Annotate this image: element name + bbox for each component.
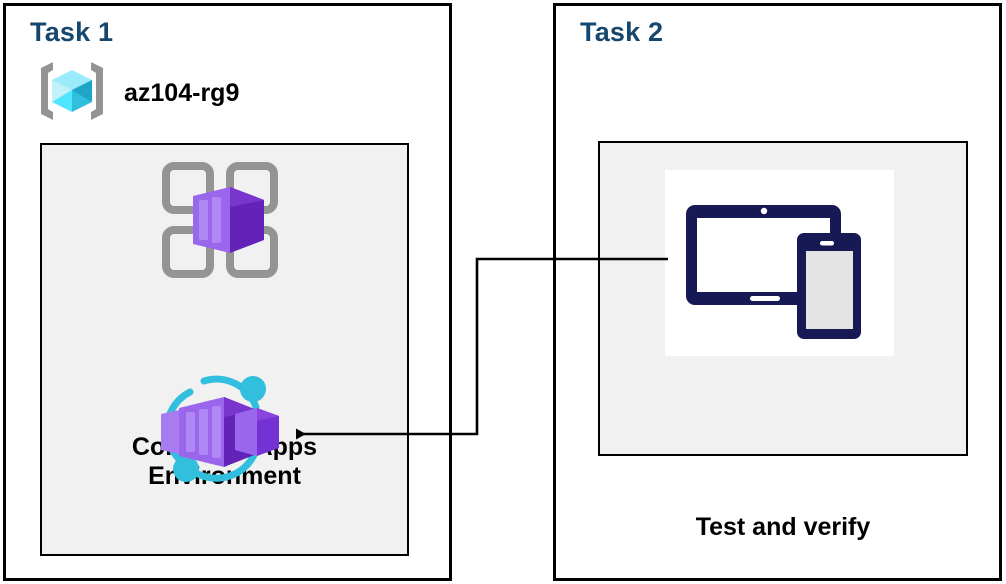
resource-group-icon bbox=[34, 58, 110, 129]
resource-group-row: az104-rg9 bbox=[34, 58, 239, 129]
resource-group-label: az104-rg9 bbox=[124, 79, 240, 107]
container-apps-environment-box: Container Apps Environment bbox=[40, 143, 409, 556]
container-apps-environment-icon bbox=[160, 160, 280, 280]
task-2-title: Task 2 bbox=[580, 17, 664, 47]
test-and-verify-box: Test and verify bbox=[598, 141, 968, 541]
test-and-verify-label: Test and verify bbox=[695, 513, 871, 541]
container-app-icon bbox=[152, 372, 283, 484]
test-and-verify-devices-icon bbox=[666, 170, 898, 362]
task-1-title: Task 1 bbox=[30, 17, 114, 47]
